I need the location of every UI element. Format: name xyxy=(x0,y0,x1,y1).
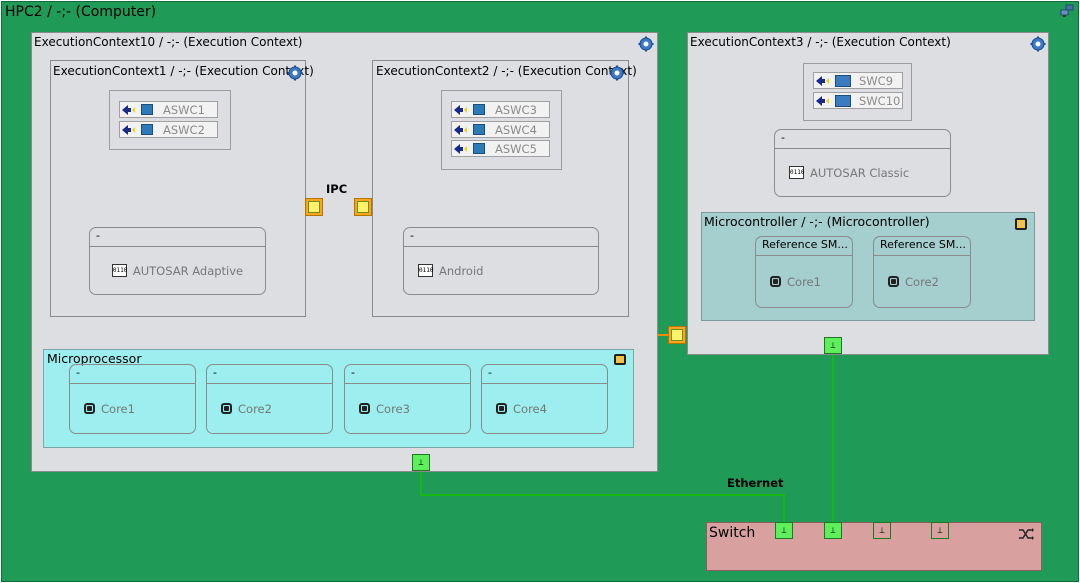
mp-core-2[interactable]: - Core2 xyxy=(206,364,333,434)
os-header: - xyxy=(410,229,414,242)
binary-icon: 0110 xyxy=(418,264,433,277)
component-icon xyxy=(141,104,153,115)
microprocessor-chip-icon xyxy=(614,354,626,365)
core-header: - xyxy=(488,366,492,379)
gear-icon xyxy=(638,36,654,52)
port-arrow-icon xyxy=(122,104,135,115)
mc-core-2[interactable]: Reference SM... Core2 xyxy=(873,236,971,308)
component-icon xyxy=(473,104,485,115)
core-label: Core1 xyxy=(101,401,135,416)
os-android[interactable]: - 0110 Android xyxy=(403,227,599,295)
swc-label: SWC10 xyxy=(859,93,901,108)
gear-icon xyxy=(1030,36,1046,52)
switch-port-2[interactable]: ⊥ xyxy=(824,522,842,539)
swc-label: ASWC3 xyxy=(495,102,537,117)
switch-title: Switch xyxy=(709,525,756,541)
swc-label: ASWC1 xyxy=(163,102,205,117)
switch-port-1[interactable]: ⊥ xyxy=(775,522,793,539)
component-icon xyxy=(835,94,851,107)
port-arrow-icon xyxy=(816,95,829,106)
core-header: Reference SM... xyxy=(880,238,966,251)
os-autosar-classic[interactable]: - 0110 AUTOSAR Classic xyxy=(774,129,951,197)
switch-port-3[interactable]: ⊥ xyxy=(873,522,891,539)
os-autosar-adaptive[interactable]: - 0110 AUTOSAR Adaptive xyxy=(89,227,266,295)
port-arrow-icon xyxy=(454,124,467,135)
swc-swc10[interactable]: SWC10 xyxy=(813,92,903,109)
port-arrow-icon xyxy=(122,124,135,135)
swc-aswc5[interactable]: ASWC5 xyxy=(451,140,550,157)
component-icon xyxy=(473,143,485,154)
port-arrow-icon xyxy=(454,143,467,154)
ipc-port-ec2[interactable] xyxy=(354,198,372,216)
microprocessor[interactable] xyxy=(43,349,634,448)
ethernet-connection[interactable] xyxy=(420,354,834,522)
ethernet-port-ec3[interactable]: ⊥ xyxy=(824,337,842,354)
mp-core-1[interactable]: - Core1 xyxy=(69,364,196,434)
core-header: Reference SM... xyxy=(762,238,848,251)
swc-aswc4[interactable]: ASWC4 xyxy=(451,121,550,138)
component-icon xyxy=(473,124,485,135)
ec3-title: ExecutionContext3 / -;- (Execution Conte… xyxy=(690,35,951,49)
core-label: Core2 xyxy=(905,274,939,289)
ipc-port-ec1[interactable] xyxy=(305,198,323,216)
port-arrow-icon xyxy=(454,104,467,115)
swc-aswc1[interactable]: ASWC1 xyxy=(119,101,218,118)
os-header: - xyxy=(781,131,785,144)
switch-port-4[interactable]: ⊥ xyxy=(931,522,949,539)
swc-label: SWC9 xyxy=(859,73,894,88)
mc-core-1[interactable]: Reference SM... Core1 xyxy=(755,236,853,308)
ec10-title: ExecutionContext10 / -;- (Execution Cont… xyxy=(34,35,303,49)
swc-aswc3[interactable]: ASWC3 xyxy=(451,101,550,118)
os-header: - xyxy=(96,229,100,242)
computer-title: HPC2 / -;- (Computer) xyxy=(5,4,157,20)
core-label: Core2 xyxy=(238,401,272,416)
mp-core-4[interactable]: - Core4 xyxy=(481,364,608,434)
gear-icon xyxy=(609,65,625,81)
ec2-title: ExecutionContext2 / -;- (Execution Conte… xyxy=(376,64,637,78)
core-header: - xyxy=(351,366,355,379)
core-header: - xyxy=(76,366,80,379)
os-label: Android xyxy=(439,263,484,278)
core-label: Core3 xyxy=(376,401,410,416)
cpu-core-icon xyxy=(84,403,95,414)
ethernet-port-ec10[interactable]: ⊥ xyxy=(412,454,430,471)
cpu-core-icon xyxy=(888,276,899,287)
cpu-core-icon xyxy=(770,276,781,287)
component-icon xyxy=(835,74,851,87)
gear-icon xyxy=(287,65,303,81)
swc-label: ASWC2 xyxy=(163,122,205,137)
swc-group-ec1 xyxy=(109,90,231,150)
core-header: - xyxy=(213,366,217,379)
shuffle-icon xyxy=(1019,528,1034,540)
swc-label: ASWC4 xyxy=(495,122,537,137)
binary-icon: 0110 xyxy=(789,166,804,179)
switch[interactable] xyxy=(706,522,1042,571)
swc-label: ASWC5 xyxy=(495,141,537,156)
core-label: Core1 xyxy=(787,274,821,289)
ipc-port-ec3[interactable] xyxy=(668,326,686,344)
swc-swc9[interactable]: SWC9 xyxy=(813,72,903,89)
cpu-core-icon xyxy=(496,403,507,414)
ipc-label: IPC xyxy=(326,182,348,196)
ec1-title: ExecutionContext1 / -;- (Execution Conte… xyxy=(53,64,314,78)
microprocessor-title: Microprocessor xyxy=(47,351,142,366)
os-label: AUTOSAR Adaptive xyxy=(132,263,244,278)
port-arrow-icon xyxy=(816,75,829,86)
network-computer-icon xyxy=(1060,4,1074,17)
core-label: Core4 xyxy=(513,401,547,416)
cpu-core-icon xyxy=(221,403,232,414)
microcontroller-title: Microcontroller / -;- (Microcontroller) xyxy=(704,214,930,229)
swc-aswc2[interactable]: ASWC2 xyxy=(119,121,218,138)
os-label: AUTOSAR Classic xyxy=(810,165,910,180)
binary-icon: 0110 xyxy=(111,264,127,277)
ethernet-label: Ethernet xyxy=(727,476,784,490)
cpu-core-icon xyxy=(359,403,370,414)
mp-core-3[interactable]: - Core3 xyxy=(344,364,471,434)
component-icon xyxy=(141,124,153,135)
microcontroller-chip-icon xyxy=(1015,218,1027,230)
